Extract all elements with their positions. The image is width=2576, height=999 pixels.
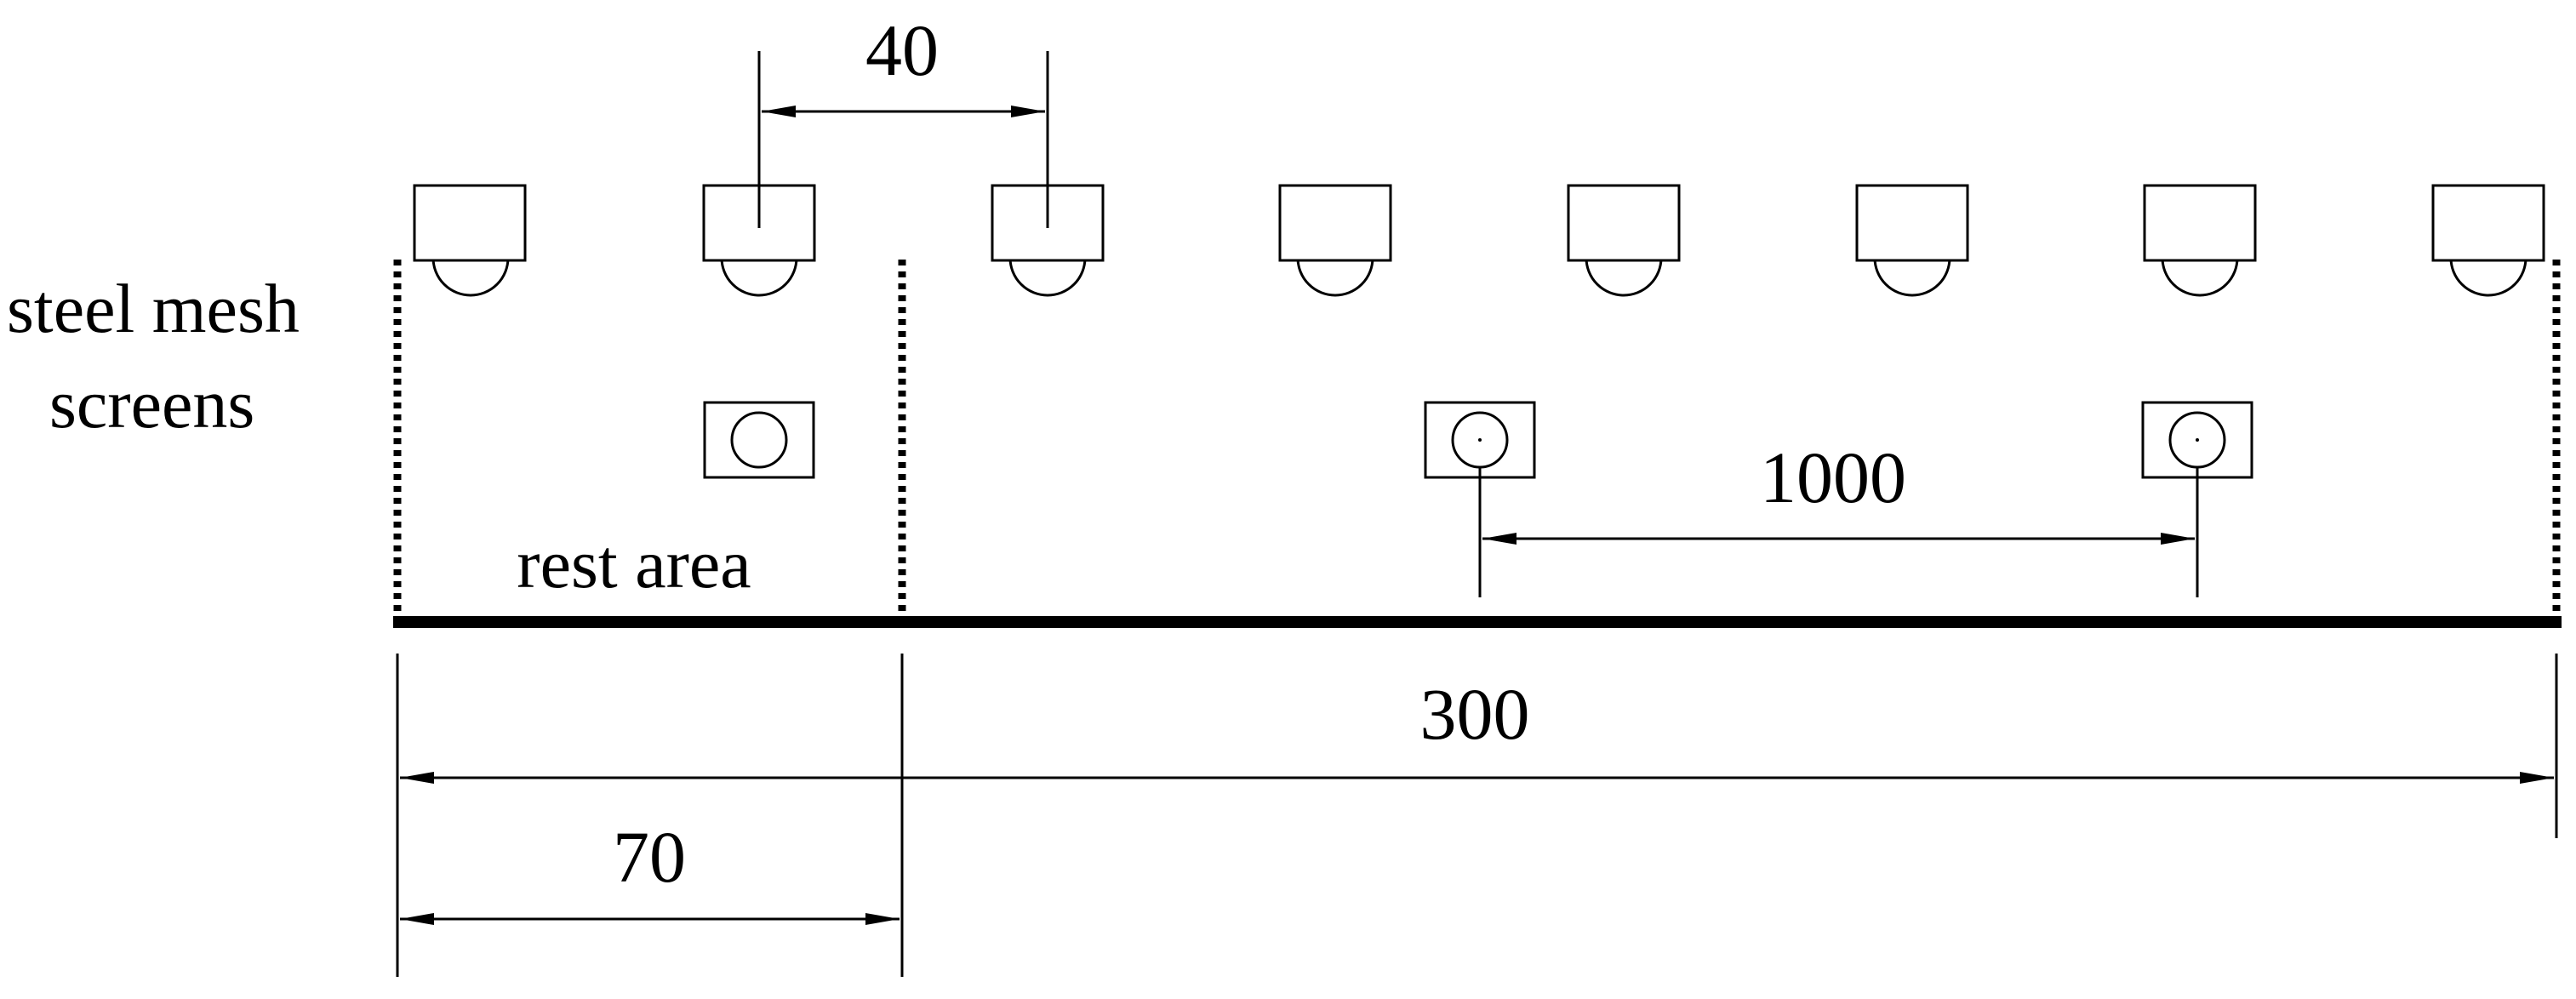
arrowhead xyxy=(1011,106,1045,117)
top-fixture-6 xyxy=(1855,184,1969,297)
arrowhead xyxy=(2520,772,2554,784)
dimension-label-70: 70 xyxy=(613,816,686,898)
arrowhead xyxy=(400,913,434,925)
rest-area-label: rest area xyxy=(517,525,751,602)
top-fixture-8 xyxy=(2431,184,2545,297)
dimension-label-300: 300 xyxy=(1420,673,1530,755)
top-fixture-1 xyxy=(413,184,527,297)
top-fixture-7 xyxy=(2143,184,2257,297)
top-fixture-5 xyxy=(1567,184,1681,297)
arrowhead xyxy=(1482,533,1516,545)
dimension-label-1000: 1000 xyxy=(1760,437,1906,518)
arrowhead xyxy=(865,913,900,925)
middle-fixture-1 xyxy=(703,401,815,479)
top-fixture-4 xyxy=(1278,184,1392,297)
middle-fixture-2 xyxy=(1424,401,1536,479)
steel-mesh-label-line2: screens xyxy=(49,365,254,442)
arrowhead xyxy=(2161,533,2195,545)
middle-fixture-3 xyxy=(2141,401,2253,479)
arrowhead xyxy=(400,772,434,784)
dimension-label-40: 40 xyxy=(865,9,939,91)
arrowhead xyxy=(762,106,796,117)
steel-mesh-label-line1: steel mesh xyxy=(7,270,300,347)
